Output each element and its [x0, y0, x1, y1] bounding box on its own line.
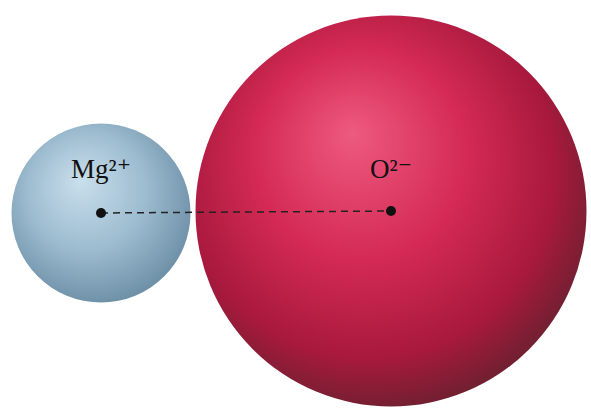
ion-label: O²⁻: [370, 156, 412, 183]
ion-sphere: [12, 124, 191, 303]
center-dot: [96, 208, 106, 218]
ion-label: Mg²⁺: [71, 156, 131, 183]
sphere-outline: [195, 15, 587, 407]
center-dot: [386, 206, 396, 216]
distance-line: [101, 211, 391, 213]
magnesium-ion-sphere: Mg²⁺: [11, 123, 191, 303]
oxide-ion-sphere: O²⁻: [195, 15, 587, 407]
ion-sphere: [196, 16, 587, 407]
sphere-outline: [11, 123, 191, 303]
